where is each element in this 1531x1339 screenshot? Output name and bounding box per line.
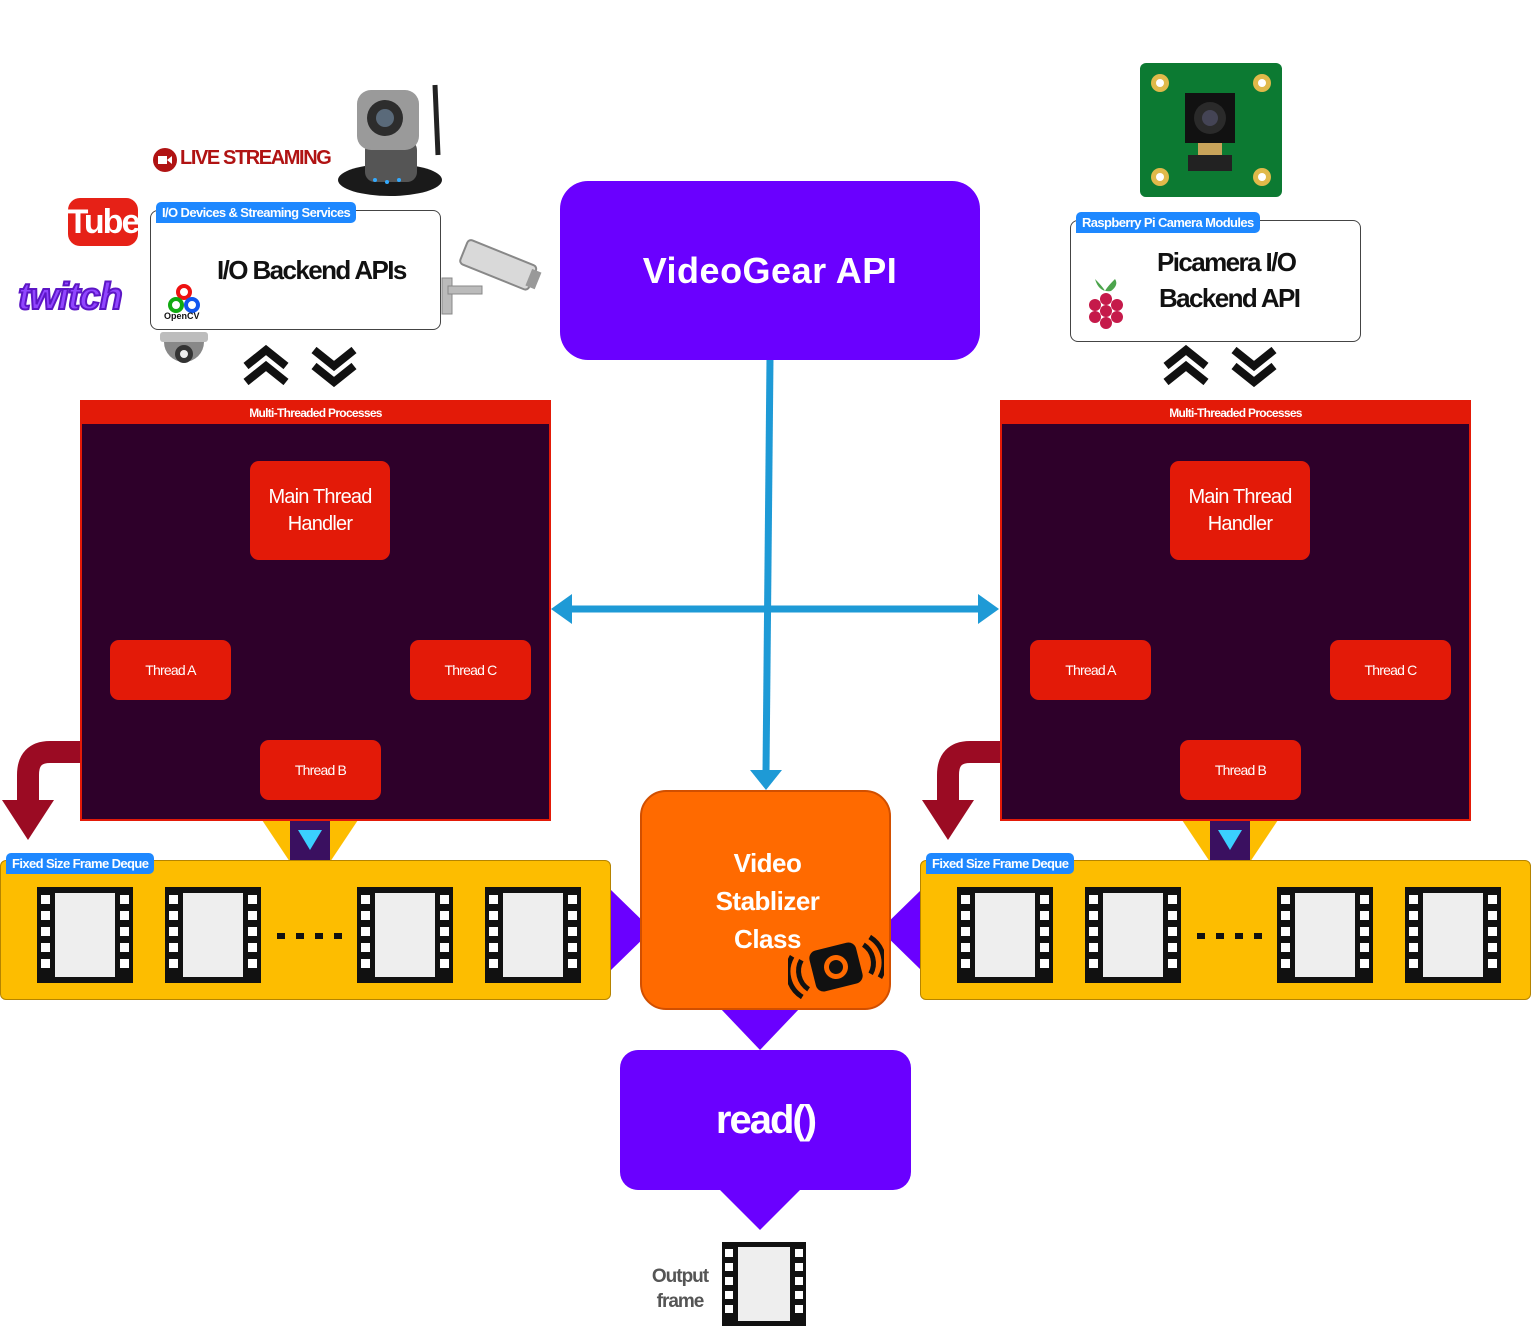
left-thread-c-label: Thread C [444,662,498,678]
live-streaming-label: LIVE STREAMING [180,147,332,169]
right-main-thread-label-line2: Handler [1207,512,1273,535]
stabilizer-to-read-arrow [720,1008,800,1050]
film-frame-icon [957,887,1053,983]
youtube-logo-icon: Tube [67,198,141,246]
live-streaming-icon [153,148,177,172]
ip-camera-icon [338,84,442,196]
video-stabilizer-box: Video Stablizer Class [640,790,891,1010]
right-io-backend-label-line2: Backend API [1159,283,1301,313]
ellipsis-dots [277,933,342,939]
film-frame-icon [37,887,133,983]
twitch-logo-label: twitch [17,275,124,319]
left-deque-to-stabilizer-arrow [611,890,652,970]
left-io-tag: I/O Devices & Streaming Services [156,202,357,223]
film-frame-icon [485,887,581,983]
film-frame-icon [165,887,261,983]
live-streaming-badge: LIVE STREAMING [152,144,332,176]
right-thread-a-label: Thread A [1065,662,1116,678]
video-stabilizer-label: Video Stablizer Class [642,844,893,958]
left-thread-b: Thread B [260,740,381,800]
left-io-backend-label: I/O Backend APIs [217,255,407,285]
left-main-thread-label-line1: Main Thread [268,485,372,508]
right-thread-c-label: Thread C [1364,662,1418,678]
api-to-stabilizer-arrowhead [750,770,782,790]
left-main-thread-label-line2: Handler [287,512,353,535]
right-deque-tag: Fixed Size Frame Deque [926,853,1075,874]
right-curved-arrow [937,741,1002,805]
right-multithreaded-header: Multi-Threaded Processes [1002,402,1469,424]
video-stabilizer-label-line1: Video [733,848,802,878]
right-thread-a: Thread A [1030,640,1151,700]
read-to-output-arrow [718,1188,802,1230]
left-multithreaded-header: Multi-Threaded Processes [82,402,549,424]
picamera-module-icon [1140,63,1282,197]
right-frame-deque [920,860,1531,1000]
right-io-backend-label-line1: Picamera I/O [1157,247,1297,277]
right-deque-to-stabilizer-arrow [880,890,921,970]
videogear-api-box: VideoGear API [560,181,980,360]
right-down-chevron-icon [1231,346,1277,388]
right-main-thread-handler: Main Thread Handler [1170,461,1310,560]
video-stabilizer-label-line3: Class [734,924,801,954]
left-deque-tag: Fixed Size Frame Deque [6,853,155,874]
film-frame-icon [1277,887,1373,983]
right-curved-arrowhead [922,800,974,840]
right-panel-arrowhead [978,594,999,624]
right-thread-c: Thread C [1330,640,1451,700]
read-method-label: read() [715,1097,817,1142]
left-thread-c: Thread C [410,640,531,700]
film-frame-icon [357,887,453,983]
cctv-camera-icon [441,239,542,315]
ellipsis-dots [1197,933,1262,939]
camera-shake-icon [788,934,884,1000]
dome-camera-icon [160,332,208,363]
output-frame-label-line2: frame [656,1291,705,1312]
left-down-chevron-icon [311,346,357,388]
right-io-tag: Raspberry Pi Camera Modules [1076,212,1260,233]
left-io-backend-box: I/O Backend APIs OpenCV [150,210,441,330]
read-method-box: read() [620,1050,911,1190]
left-up-chevron-icon [243,344,289,386]
video-stabilizer-label-line2: Stablizer [715,886,820,916]
film-frame-icon [1405,887,1501,983]
left-panel-arrowhead [551,594,572,624]
right-thread-b-label: Thread B [1214,762,1267,778]
right-up-chevron-icon [1163,344,1209,386]
left-thread-a: Thread A [110,640,231,700]
left-thread-a-label: Thread A [145,662,196,678]
raspberry-pi-logo-icon [1089,279,1123,329]
right-io-backend-box: Picamera I/O Backend API [1070,220,1361,342]
left-main-thread-handler: Main Thread Handler [250,461,390,560]
right-thread-b: Thread B [1180,740,1301,800]
twitch-logo-icon: twitch [17,275,134,320]
youtube-logo-label: Tube [67,202,141,241]
output-frame-label-line1: Output [651,1266,709,1287]
left-curved-arrowhead [2,800,54,840]
videogear-api-title: VideoGear API [642,249,898,291]
film-frame-icon [1085,887,1181,983]
left-thread-b-label: Thread B [294,762,347,778]
opencv-logo-icon [168,284,200,313]
right-main-thread-label-line1: Main Thread [1188,485,1292,508]
output-film-frame-icon [722,1242,806,1326]
api-to-stabilizer-connector [762,357,774,773]
output-frame-label: Output frame [640,1264,720,1314]
left-curved-arrow [17,741,82,805]
left-frame-deque [0,860,611,1000]
opencv-label: OpenCV [164,311,200,321]
